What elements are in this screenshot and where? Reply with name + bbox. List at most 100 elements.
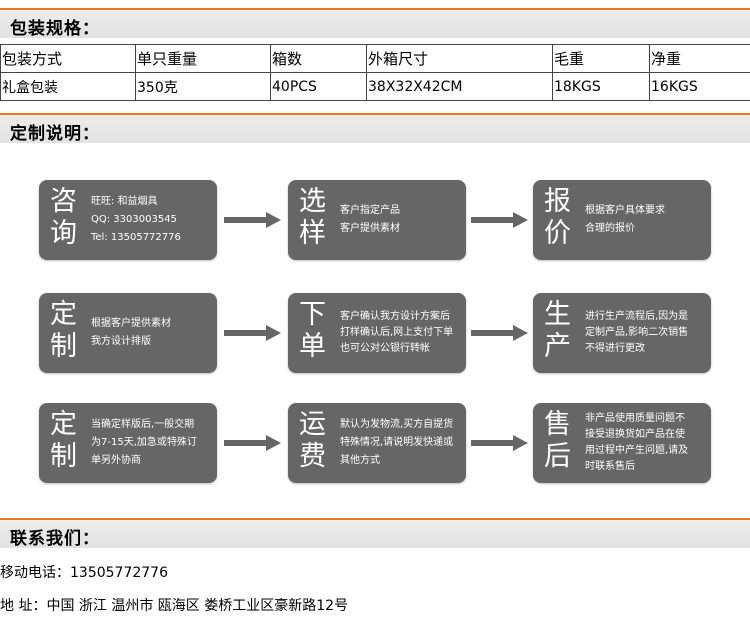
- table-cell: 礼盒包装: [0, 72, 136, 101]
- step-heading-char: 咨: [50, 186, 77, 217]
- step-heading: 运 费: [299, 409, 331, 473]
- step-description: 旺旺: 和益烟具 QQ: 3303003545 Tel: 13505772776: [91, 180, 215, 260]
- step-heading-char: 生: [544, 299, 571, 330]
- step-heading-char: 下: [299, 299, 326, 330]
- step-heading-char: 询: [50, 218, 77, 249]
- arrow-right-icon: [471, 212, 528, 228]
- custom-title: 定制说明：: [10, 124, 100, 144]
- contact-title: 联系我们：: [10, 529, 100, 549]
- step-description: 默认为发物流,买方自提货 特殊情况,请说明发快递或 其他方式: [340, 403, 464, 483]
- step-heading: 报 价: [544, 186, 576, 250]
- custom-section-header: 定制说明：: [0, 113, 750, 144]
- step-line: 非产品使用质量问题不: [585, 413, 685, 424]
- step-line: 接受退换货如产品在使: [585, 429, 685, 440]
- step-line: 也可公对公银行转帐: [340, 343, 430, 354]
- step-heading-char: 产: [544, 331, 571, 362]
- table-header-cell: 单只重量: [135, 44, 271, 73]
- step-line: 单另外协商: [91, 455, 141, 466]
- step-heading-char: 制: [50, 331, 77, 362]
- step-heading: 定 制: [50, 299, 82, 363]
- step-description: 根据客户具体要求 合理的报价: [585, 180, 709, 260]
- custom-process-flow: 咨 询 旺旺: 和益烟具 QQ: 3303003545 Tel: 1350577…: [0, 143, 750, 513]
- table-cell: 38X32X42CM: [366, 72, 553, 101]
- step-line: 根据客户提供素材: [91, 318, 171, 329]
- step-heading: 选 样: [299, 186, 331, 250]
- step-line: 定制产品,影响二次销售: [585, 327, 689, 338]
- step-card-shipping: 运 费 默认为发物流,买方自提货 特殊情况,请说明发快递或 其他方式: [288, 403, 466, 483]
- packaging-section-header: 包装规格：: [0, 8, 750, 39]
- step-card-select-sample: 选 样 客户指定产品 客户提供素材: [288, 180, 466, 260]
- step-description: 当确定样版后,一般交期 为7-15天,加急或特殊订 单另外协商: [91, 403, 215, 483]
- step-heading-char: 单: [299, 331, 326, 362]
- step-description: 根据客户提供素材 我方设计排版: [91, 293, 215, 373]
- step-description: 客户确认我方设计方案后 打样确认后,网上支付下单 也可公对公银行转帐: [340, 293, 464, 373]
- step-heading-char: 定: [50, 299, 77, 330]
- step-line: 其他方式: [340, 455, 380, 466]
- step-line: 不得进行更改: [585, 343, 645, 354]
- step-heading-char: 价: [544, 218, 571, 249]
- step-line: 我方设计排版: [91, 336, 151, 347]
- step-heading-char: 选: [299, 186, 326, 217]
- step-heading-char: 后: [544, 441, 571, 472]
- step-card-after-sales: 售 后 非产品使用质量问题不 接受退换货如产品在使 用过程中产生问题,请及 时联…: [533, 403, 711, 483]
- step-line: 根据客户具体要求: [585, 205, 665, 216]
- step-heading-char: 制: [50, 441, 77, 472]
- step-heading: 定 制: [50, 409, 82, 473]
- step-line: 客户提供素材: [340, 223, 400, 234]
- step-heading-char: 售: [544, 409, 571, 440]
- table-header-cell: 毛重: [552, 44, 650, 73]
- arrow-right-icon: [224, 435, 281, 451]
- contact-phone: 移动电话：13505772776: [0, 565, 168, 581]
- step-heading: 生 产: [544, 299, 576, 363]
- step-line: Tel: 13505772776: [91, 232, 181, 243]
- step-description: 非产品使用质量问题不 接受退换货如产品在使 用过程中产生问题,请及 时联系售后: [585, 403, 709, 483]
- table-row: 礼盒包装 350克 40PCS 38X32X42CM 18KGS 16KGS: [0, 72, 750, 101]
- step-card-place-order: 下 单 客户确认我方设计方案后 打样确认后,网上支付下单 也可公对公银行转帐: [288, 293, 466, 373]
- step-line: 当确定样版后,一般交期: [91, 419, 195, 430]
- table-header-cell: 外箱尺寸: [366, 44, 553, 73]
- contact-section-header: 联系我们：: [0, 518, 750, 549]
- step-line: 客户指定产品: [340, 205, 400, 216]
- step-description: 客户指定产品 客户提供素材: [340, 180, 464, 260]
- table-cell: 350克: [135, 72, 271, 101]
- step-card-production: 生 产 进行生产流程后,因为是 定制产品,影响二次销售 不得进行更改: [533, 293, 711, 373]
- step-heading-char: 运: [299, 409, 326, 440]
- contact-address: 地 址：中国 浙江 温州市 瓯海区 娄桥工业区豪新路12号: [0, 598, 349, 614]
- step-line: 默认为发物流,买方自提货: [340, 419, 454, 430]
- step-description: 进行生产流程后,因为是 定制产品,影响二次销售 不得进行更改: [585, 293, 709, 373]
- step-heading-char: 报: [544, 186, 571, 217]
- arrow-right-icon: [471, 325, 528, 341]
- step-card-delivery-time: 定 制 当确定样版后,一般交期 为7-15天,加急或特殊订 单另外协商: [39, 403, 217, 483]
- step-line: 打样确认后,网上支付下单: [340, 327, 454, 338]
- table-header-cell: 包装方式: [0, 44, 136, 73]
- table-cell: 16KGS: [649, 72, 750, 101]
- step-card-customize: 定 制 根据客户提供素材 我方设计排版: [39, 293, 217, 373]
- step-line: 客户确认我方设计方案后: [340, 311, 450, 322]
- step-card-quote: 报 价 根据客户具体要求 合理的报价: [533, 180, 711, 260]
- step-heading-char: 定: [50, 409, 77, 440]
- step-line: 旺旺: 和益烟具: [91, 196, 158, 207]
- step-line: 合理的报价: [585, 223, 635, 234]
- packaging-title: 包装规格：: [10, 19, 100, 39]
- table-cell: 40PCS: [270, 72, 367, 101]
- step-heading-char: 样: [299, 218, 326, 249]
- step-line: 进行生产流程后,因为是: [585, 311, 689, 322]
- step-heading: 咨 询: [50, 186, 82, 250]
- step-line: 时联系售后: [585, 461, 635, 472]
- table-header-cell: 箱数: [270, 44, 367, 73]
- table-cell: 18KGS: [552, 72, 650, 101]
- step-line: QQ: 3303003545: [91, 214, 177, 225]
- step-heading-char: 费: [299, 441, 326, 472]
- arrow-right-icon: [471, 435, 528, 451]
- table-header-cell: 净重: [649, 44, 750, 73]
- step-line: 为7-15天,加急或特殊订: [91, 437, 197, 448]
- step-line: 特殊情况,请说明发快递或: [340, 437, 454, 448]
- arrow-right-icon: [224, 325, 281, 341]
- step-heading: 下 单: [299, 299, 331, 363]
- step-heading: 售 后: [544, 409, 576, 473]
- step-line: 用过程中产生问题,请及: [585, 445, 689, 456]
- packaging-spec-table: 包装方式 单只重量 箱数 外箱尺寸 毛重 净重 礼盒包装 350克 40PCS …: [0, 44, 750, 101]
- table-header-row: 包装方式 单只重量 箱数 外箱尺寸 毛重 净重: [0, 44, 750, 73]
- step-card-consult: 咨 询 旺旺: 和益烟具 QQ: 3303003545 Tel: 1350577…: [39, 180, 217, 260]
- arrow-right-icon: [224, 212, 281, 228]
